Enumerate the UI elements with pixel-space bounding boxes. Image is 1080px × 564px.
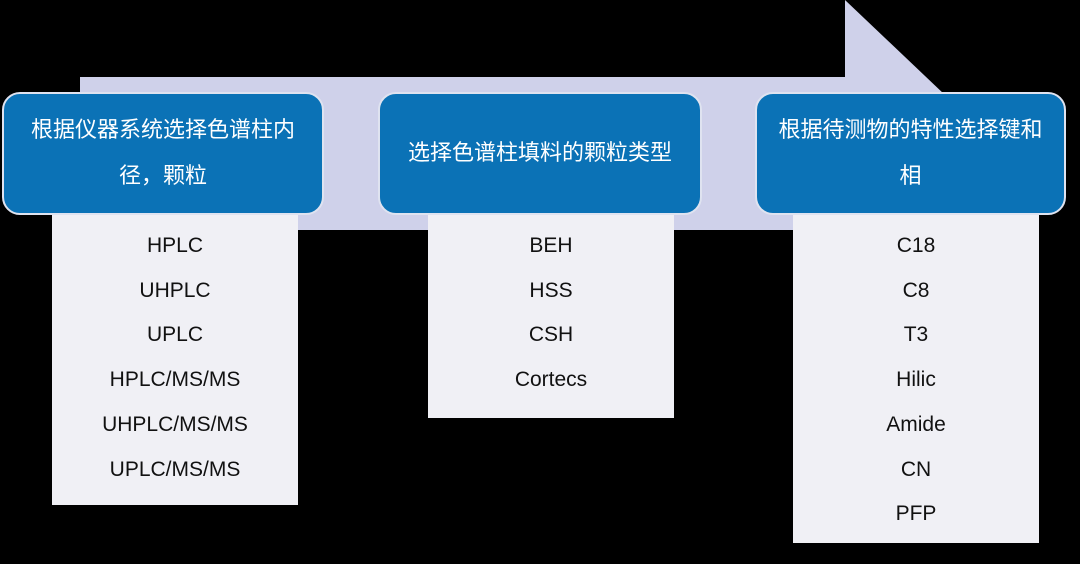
list-item: BEH [529, 234, 573, 257]
list-item: Amide [886, 412, 946, 436]
list-item: HPLC/MS/MS [109, 368, 241, 392]
list-item: UPLC [146, 323, 204, 347]
list-item: UHPLC/MS/MS [102, 412, 248, 436]
step-2-list: BEH HSS CSH Cortecs [428, 215, 674, 418]
list-item: HPLC [146, 234, 204, 257]
step-3-list: C18 C8 T3 Hilic Amide CN PFP [793, 215, 1039, 543]
list-item: C18 [896, 234, 936, 257]
list-item: CN [900, 457, 932, 481]
list-item: C8 [902, 278, 930, 302]
list-item: UHPLC [139, 278, 211, 302]
step-1-header: 根据仪器系统选择色谱柱内径，颗粒 [2, 92, 324, 215]
list-item: Hilic [896, 368, 936, 392]
step-2-title: 选择色谱柱填料的颗粒类型 [407, 140, 672, 166]
list-item: CSH [528, 323, 574, 347]
list-item: T3 [903, 323, 929, 347]
list-item: Cortecs [514, 368, 588, 392]
step-1-title: 根据仪器系统选择色谱柱内径，颗粒 [30, 117, 295, 189]
list-item: HSS [529, 278, 573, 302]
step-1-list: HPLC UHPLC UPLC HPLC/MS/MS UHPLC/MS/MS U… [52, 215, 298, 505]
step-2-header: 选择色谱柱填料的颗粒类型 [378, 92, 702, 215]
list-item: UPLC/MS/MS [109, 457, 241, 481]
step-3-title: 根据待测物的特性选择键和相 [778, 117, 1043, 189]
list-item: PFP [895, 502, 937, 526]
step-3-header: 根据待测物的特性选择键和相 [755, 92, 1066, 215]
